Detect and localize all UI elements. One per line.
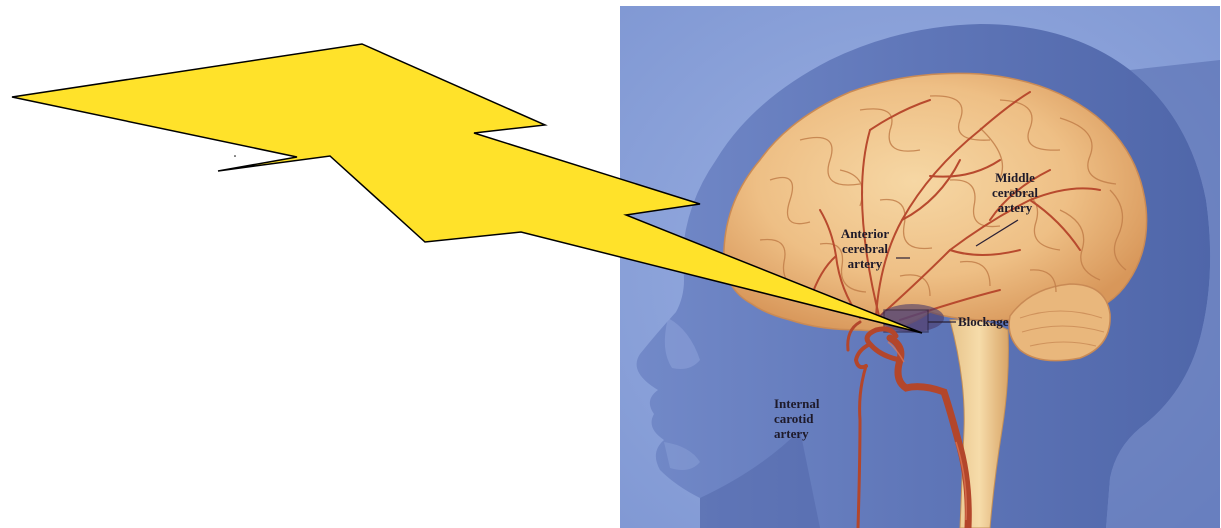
label-line: artery [970,200,1060,215]
label-line: cerebral [970,185,1060,200]
label-line: Anterior [830,226,900,241]
label-line: artery [774,426,820,441]
label-line: artery [830,256,900,271]
middle-cerebral-artery-label: Middle cerebral artery [970,170,1060,215]
internal-carotid-artery-label: Internal carotid artery [774,396,820,441]
label-line: Internal [774,396,820,411]
label-line: cerebral [830,241,900,256]
label-line: Middle [970,170,1060,185]
label-line: carotid [774,411,820,426]
anterior-cerebral-artery-label: Anterior cerebral artery [830,226,900,271]
blockage-label: Blockage [958,314,1009,329]
label-line: Blockage [958,314,1009,329]
